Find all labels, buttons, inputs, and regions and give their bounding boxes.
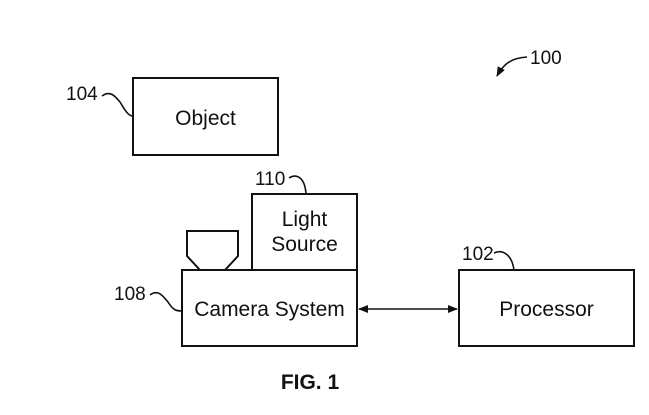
light-source-box: [251, 193, 358, 271]
light-source-label-line1: Light: [282, 208, 328, 231]
light-source-ref-label: 110: [255, 169, 285, 190]
camera-system-label-text: Camera System: [194, 298, 345, 321]
processor-box: [458, 269, 635, 347]
processor-leader-line: [493, 251, 515, 271]
processor-label: Processor: [499, 298, 594, 321]
figure-caption: FIG. 1: [281, 371, 340, 394]
system-reference: 100: [496, 48, 562, 77]
system-ref-label: 100: [530, 48, 562, 69]
object-box: [132, 77, 279, 156]
object-block: Object 104: [66, 77, 279, 156]
camera-system-block: 108 Camera System 108: [114, 269, 358, 347]
camera-lens-icon: [186, 230, 239, 271]
camera-system-leader-line: [149, 291, 183, 312]
system-ref-arrow: [496, 56, 528, 77]
processor-block: Processor 102: [458, 244, 635, 347]
camera-system-ref-label: 108: [114, 284, 146, 305]
light-source-block: Light Source 110: [251, 169, 358, 271]
object-leader-line: [101, 92, 134, 117]
object-ref-label: 104: [66, 84, 98, 105]
processor-ref-label: 102: [462, 244, 494, 265]
object-label: Object: [175, 107, 236, 130]
light-source-label-line2: Source: [271, 233, 338, 256]
light-source-leader-line: [288, 175, 307, 195]
camera-system-box: [181, 269, 358, 347]
